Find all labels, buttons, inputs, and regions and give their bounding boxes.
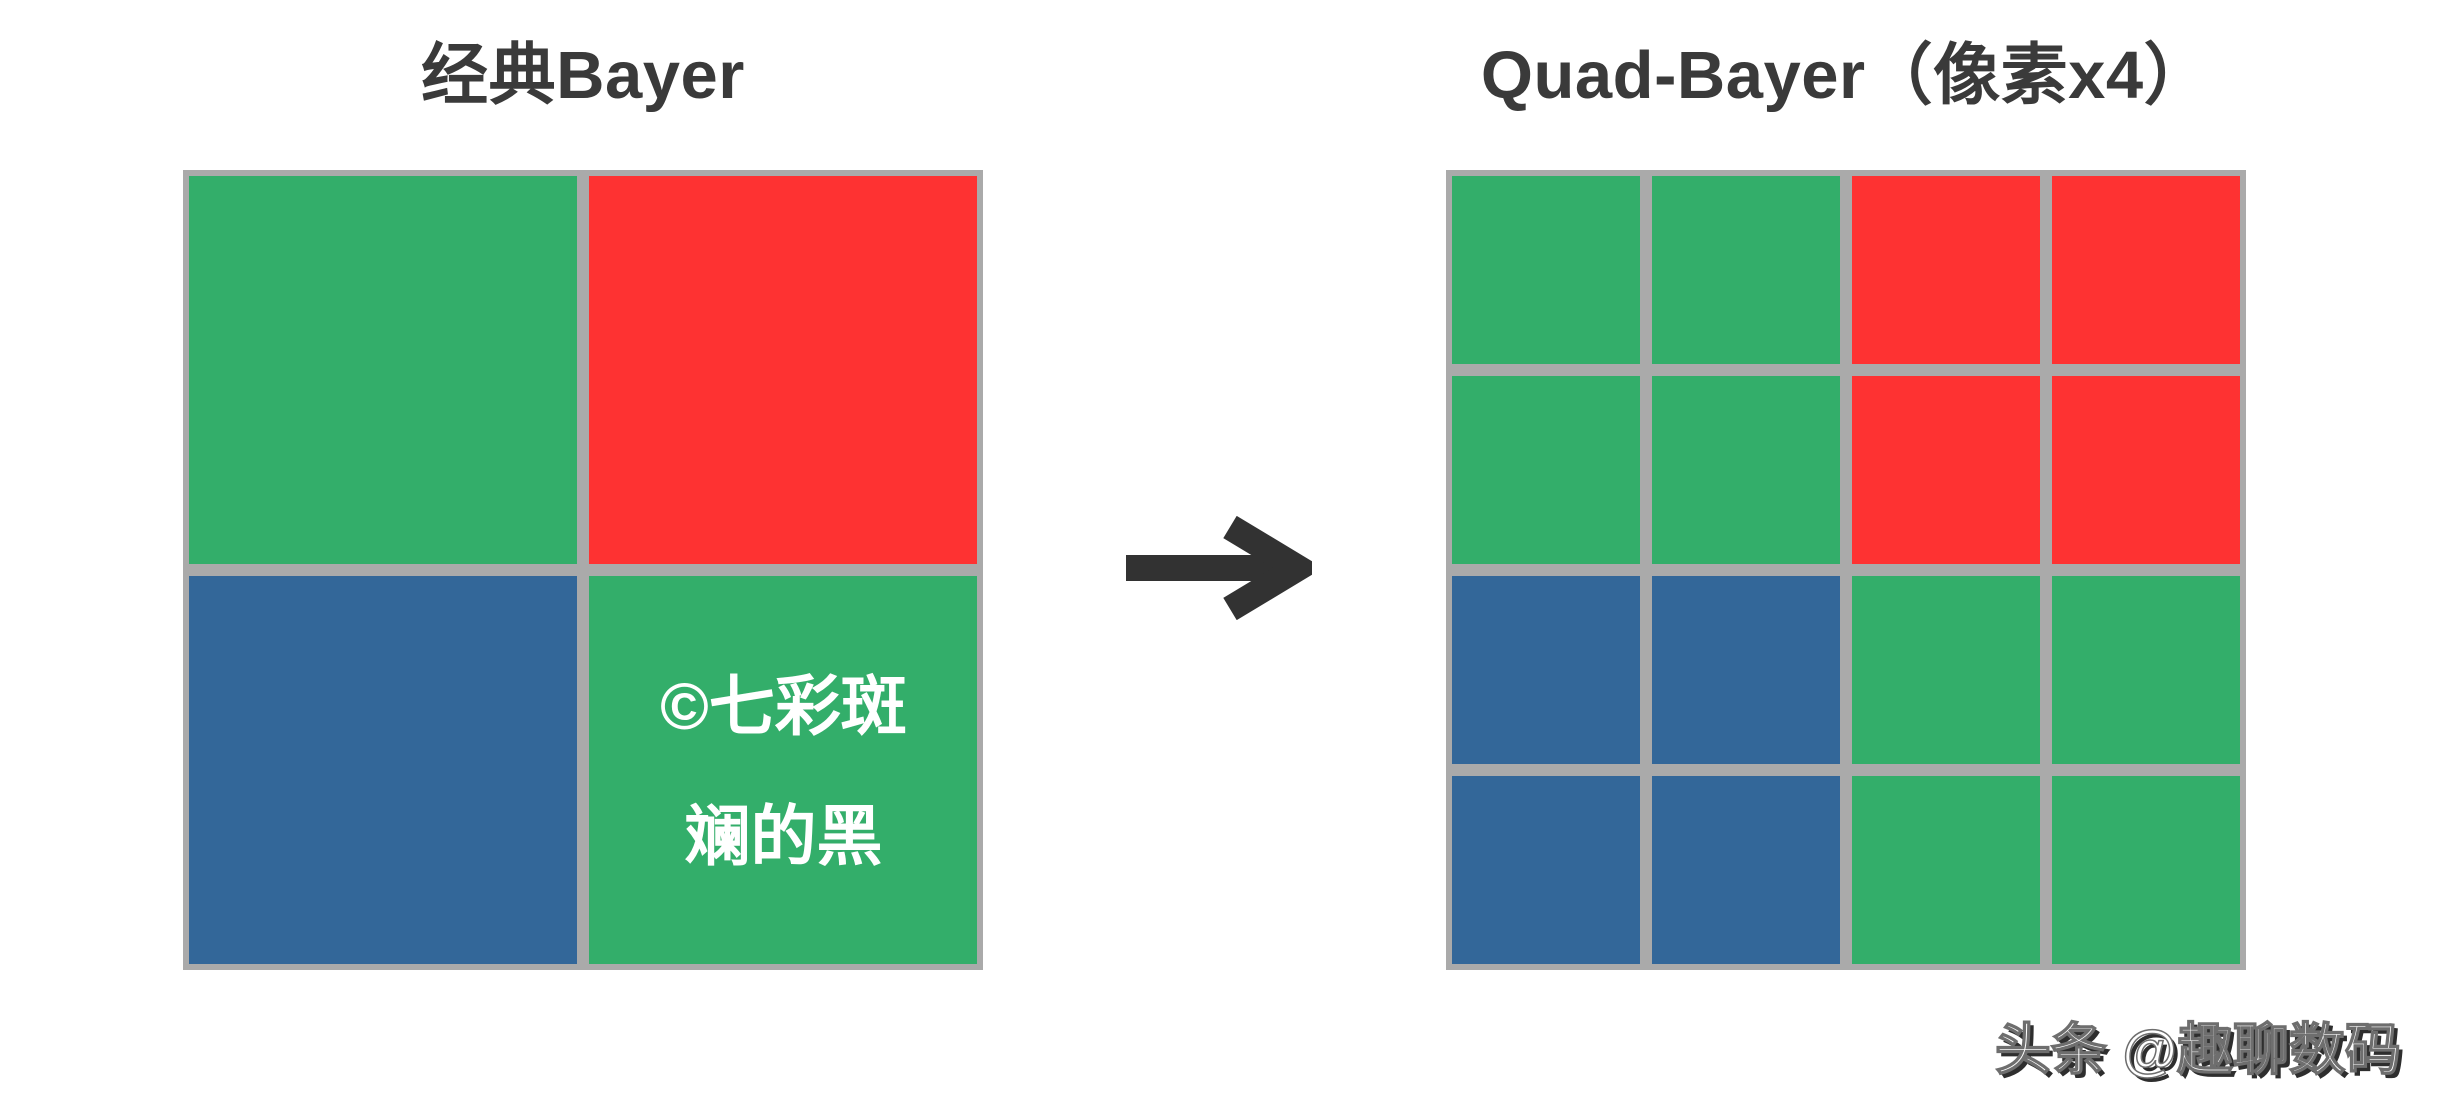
bayer-cell-blue (1452, 776, 1640, 964)
quad-bayer-title: Quad-Bayer（像素x4） (1480, 38, 2212, 113)
classic-bayer-title: 经典Bayer (421, 38, 745, 113)
right-arrow-icon (1126, 516, 1312, 620)
bayer-cell-green (1652, 376, 1840, 564)
bayer-cell-green (1452, 176, 1640, 364)
bayer-cell-green (2052, 576, 2240, 764)
bayer-cell-red (589, 176, 977, 564)
bayer-cell-red (1852, 376, 2040, 564)
bayer-cell-blue (1652, 576, 1840, 764)
bayer-cell-green (1452, 376, 1640, 564)
bayer-cell-green (589, 576, 977, 964)
bayer-cell-red (2052, 376, 2240, 564)
bayer-cell-blue (189, 576, 577, 964)
quad-bayer-grid (1446, 170, 2246, 970)
bayer-cell-green (1652, 176, 1840, 364)
bayer-cell-green (2052, 776, 2240, 964)
bayer-cell-blue (1452, 576, 1640, 764)
platform-watermark: 头条 @趣聊数码 (1994, 1017, 2402, 1082)
bayer-cell-green (1852, 576, 2040, 764)
bayer-cell-green (1852, 776, 2040, 964)
bayer-cell-green (189, 176, 577, 564)
bayer-cell-blue (1652, 776, 1840, 964)
bayer-cell-red (2052, 176, 2240, 364)
bayer-cell-red (1852, 176, 2040, 364)
classic-bayer-grid: ©七彩斑 斓的黑 (183, 170, 983, 970)
